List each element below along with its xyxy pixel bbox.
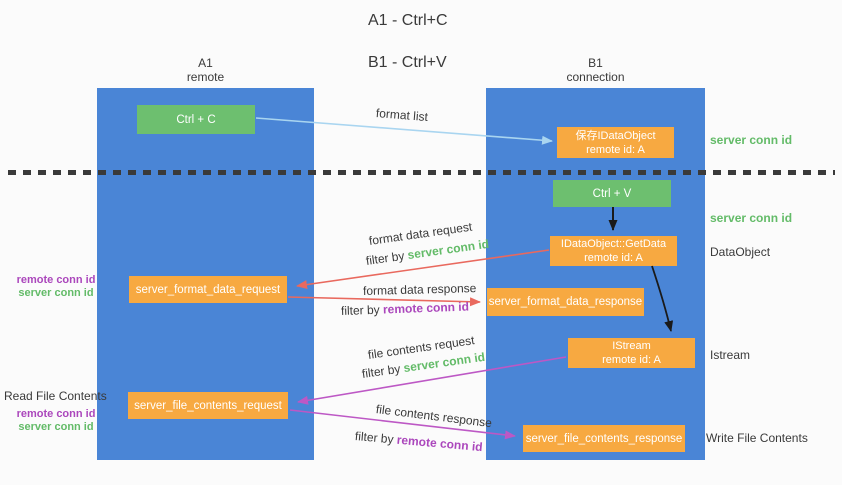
filter-prefix: filter by [340, 302, 384, 318]
save-dataobject-line1: 保存IDataObject [575, 129, 656, 142]
title-line2: B1 - Ctrl+V [368, 54, 447, 71]
title-line1: A1 - Ctrl+C [368, 12, 448, 29]
istream-box: IStream remote id: A [568, 338, 695, 368]
remote-conn-id-label: remote conn id [16, 408, 96, 420]
lifeline-header-a1: A1 remote [97, 56, 314, 84]
server-file-contents-response-box: server_file_contents_response [523, 425, 685, 452]
getdata-line2: remote id: A [584, 252, 643, 264]
server-conn-id-label-top: server conn id [710, 133, 793, 147]
save-dataobject-box: 保存IDataObject remote id: A [557, 127, 674, 158]
filter-by-remote-label-1: filter by remote conn id [341, 300, 469, 318]
filter-prefix: filter by [361, 361, 405, 381]
getdata-line1: IDataObject::GetData [560, 238, 667, 250]
istream-label: Istream [710, 348, 751, 362]
lifeline-a1-role: remote [186, 70, 225, 84]
istream-line1: IStream [612, 340, 651, 352]
dotted-separator [8, 170, 835, 175]
conn-id-pair-top: remote conn id server conn id [8, 274, 104, 300]
remote-conn-id-label: remote conn id [16, 274, 96, 286]
ctrl-c-box: Ctrl + C [137, 105, 255, 134]
filter-prefix: filter by [365, 248, 409, 268]
dataobject-label: DataObject [710, 245, 771, 259]
lifeline-b1-role: connection [566, 70, 625, 84]
lifeline-b1-name: B1 [588, 56, 603, 70]
file-contents-response-label: file contents response [375, 402, 493, 431]
format-list-label: format list [375, 106, 429, 125]
lifeline-a1-name: A1 [198, 56, 213, 70]
write-file-contents-label: Write File Contents [706, 431, 808, 445]
lifeline-header-b1: B1 connection [486, 56, 705, 84]
save-dataobject-line2: remote id: A [586, 143, 645, 156]
getdata-box: IDataObject::GetData remote id: A [550, 236, 677, 266]
istream-line2: remote id: A [602, 354, 661, 366]
remote-conn-id-highlight: remote conn id [382, 299, 470, 317]
format-data-response-label: format data response [362, 281, 477, 298]
page-title: A1 - Ctrl+C B1 - Ctrl+V [368, 10, 448, 73]
remote-conn-id-highlight: remote conn id [396, 432, 484, 455]
server-conn-id-label: server conn id [18, 287, 94, 299]
server-conn-id-label: server conn id [18, 421, 94, 433]
server-conn-id-label-mid: server conn id [710, 211, 793, 225]
server-file-contents-request-box: server_file_contents_request [128, 392, 288, 419]
server-format-data-request-box: server_format_data_request [129, 276, 287, 303]
filter-prefix: filter by [354, 429, 398, 447]
conn-id-pair-bottom: remote conn id server conn id [8, 408, 104, 434]
server-format-data-response-box: server_format_data_response [487, 288, 644, 316]
read-file-contents-label: Read File Contents [4, 389, 107, 403]
filter-by-remote-label-2: filter by remote conn id [354, 429, 483, 454]
ctrl-v-box: Ctrl + V [553, 180, 671, 207]
